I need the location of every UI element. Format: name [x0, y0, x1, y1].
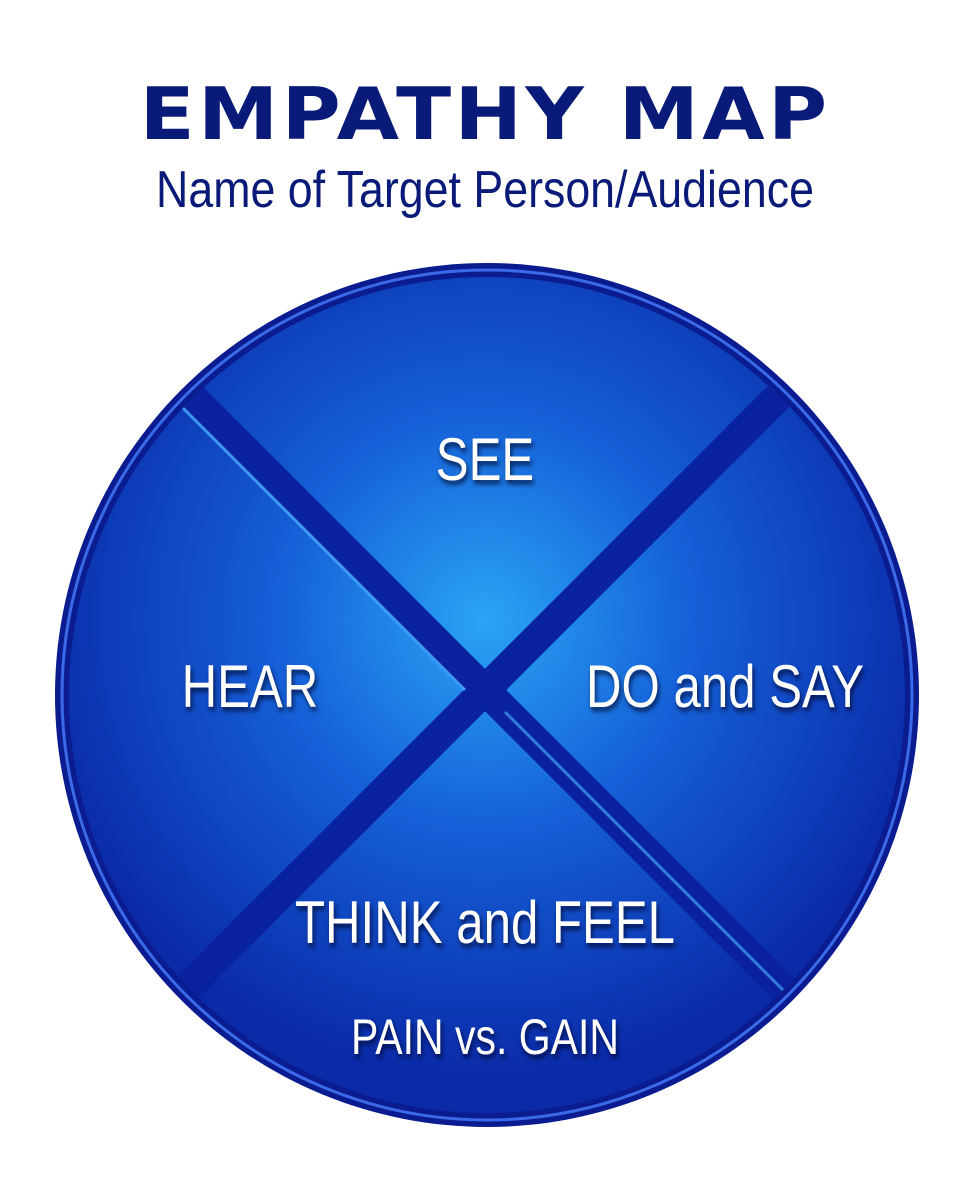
quadrant-see: SEE [435, 426, 535, 493]
page-title: EMPATHY MAP [139, 72, 831, 156]
quadrant-do-and-say: DO and SAY [585, 653, 865, 720]
divider-x [169, 374, 801, 1006]
page-subtitle: Name of Target Person/Audience [156, 161, 814, 219]
quadrant-hear: HEAR [181, 653, 319, 720]
quadrant-think-and-feel: THINK and FEEL [294, 889, 676, 956]
quadrant-pain-vs-gain: PAIN vs. GAIN [350, 1009, 620, 1065]
